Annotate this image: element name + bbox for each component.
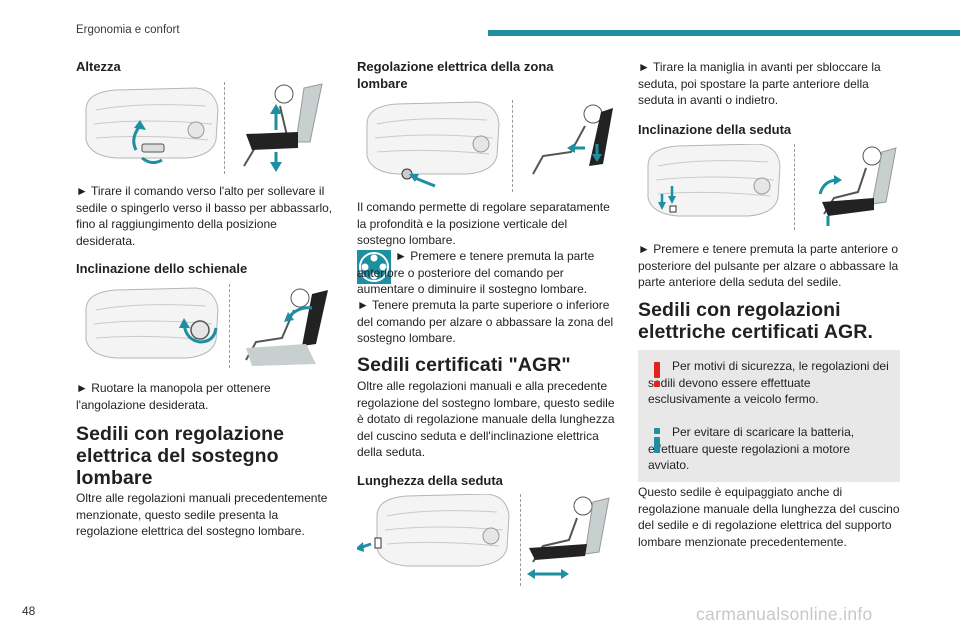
lumbar-control-icon bbox=[357, 250, 391, 284]
seat-height-illustration bbox=[85, 83, 323, 172]
heading-altezza: Altezza bbox=[76, 59, 121, 74]
figure-divider bbox=[229, 284, 230, 368]
agr-text: Oltre alle regolazioni manuali e alla pr… bbox=[357, 379, 615, 459]
heading-regolazione-zona-lombare: Regolazione elettrica della zona lombare bbox=[357, 59, 554, 91]
lunghezza-text: ► Tirare la maniglia in avanti per sbloc… bbox=[638, 60, 881, 107]
backrest-illustration bbox=[85, 287, 328, 366]
zona-text: Il comando permette di regolare separata… bbox=[357, 200, 610, 247]
figure-divider bbox=[520, 494, 521, 586]
lumbar-illustration bbox=[366, 101, 613, 188]
warning-text: Per motivi di sicurezza, le regolazioni … bbox=[648, 359, 889, 406]
lombare-text: Oltre alle regolazioni manuali precedent… bbox=[76, 491, 328, 538]
info-text: Per evitare di scaricare la batteria, ef… bbox=[648, 425, 855, 472]
header-title: Ergonomia e confort bbox=[76, 24, 180, 36]
heading-sedili-regolazione-lombare: Sedili con regolazione elettrica del sos… bbox=[76, 423, 285, 489]
heading-inclinazione-seduta: Inclinazione della seduta bbox=[638, 122, 792, 137]
heading-sedili-certificati-agr: Sedili certificati "AGR" bbox=[357, 354, 571, 376]
heading-inclinazione-schienale: Inclinazione dello schienale bbox=[76, 261, 248, 276]
seduta-text: ► Premere e tenere premuta la parte ante… bbox=[638, 242, 899, 289]
watermark: carmanualsonline.info bbox=[696, 604, 873, 624]
figure-divider bbox=[224, 82, 225, 174]
warning-icon bbox=[654, 362, 660, 387]
info-note: Per evitare di scaricare la batteria, ef… bbox=[638, 416, 900, 482]
heading-sedili-elettrici-agr: Sedili con regolazioni elettriche certif… bbox=[638, 299, 873, 343]
seat-length-illustration bbox=[357, 494, 610, 579]
seat-tilt-illustration bbox=[647, 144, 897, 226]
heading-lunghezza-seduta: Lunghezza della seduta bbox=[357, 473, 503, 488]
info-icon bbox=[654, 428, 660, 453]
figure-divider bbox=[794, 144, 795, 230]
header-accent-bar bbox=[488, 30, 960, 36]
schienale-text: ► Ruotare la manopola per ottenere l'ang… bbox=[76, 381, 271, 412]
page-number: 48 bbox=[22, 604, 36, 618]
zona-step-1: ► Premere e tenere premuta la parte ante… bbox=[357, 249, 595, 296]
figure-divider bbox=[512, 100, 513, 192]
zona-step-2: ► Tenere premuta la parte superiore o in… bbox=[357, 298, 614, 345]
warning-note: Per motivi di sicurezza, le regolazioni … bbox=[638, 350, 900, 416]
final-text: Questo sedile è equipaggiato anche di re… bbox=[638, 485, 900, 549]
altezza-text: ► Tirare il comando verso l'alto per sol… bbox=[76, 184, 333, 248]
